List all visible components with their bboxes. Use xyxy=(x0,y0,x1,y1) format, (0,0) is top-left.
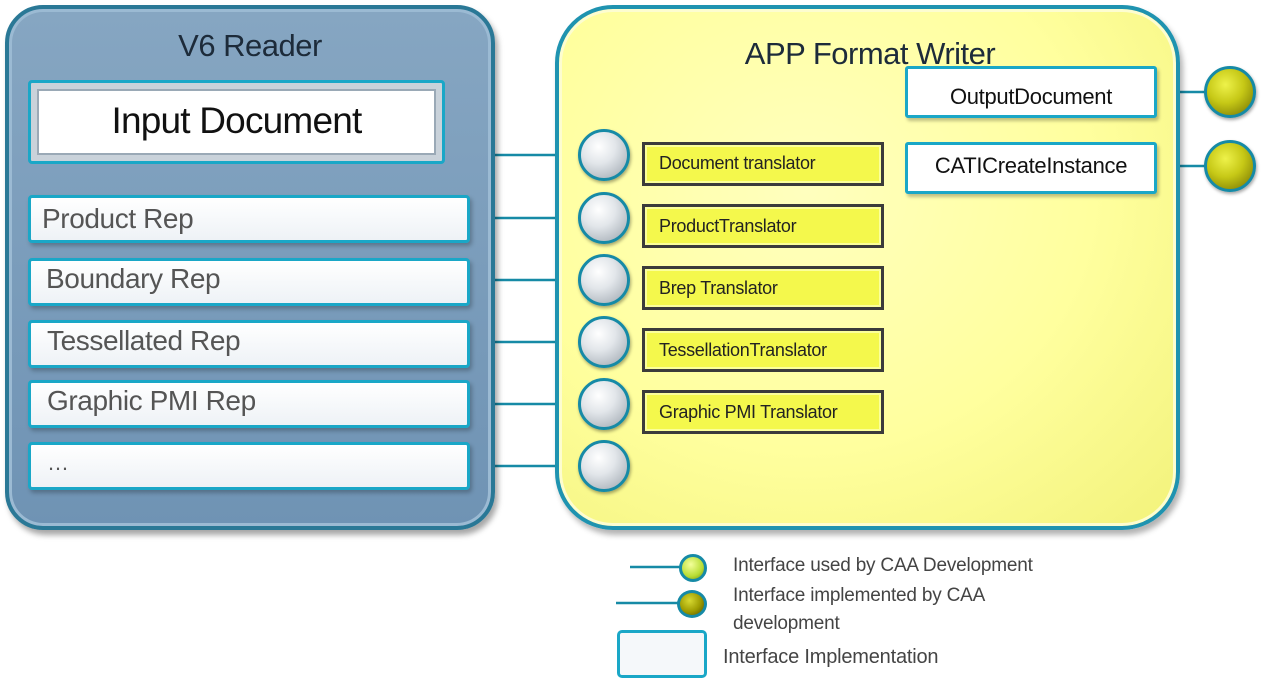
product-translator-box xyxy=(642,204,884,248)
create-instance-label: CATICreateInstance xyxy=(934,153,1128,178)
graphic-pmi-rep-label: Graphic PMI Rep xyxy=(47,385,256,416)
document-translator-box xyxy=(642,142,884,186)
graphic-pmi-translator-label: Graphic PMI Translator xyxy=(659,402,838,422)
output-document-box xyxy=(905,66,1157,118)
graphic-pmi-rep-box xyxy=(28,380,470,428)
more-rep-box xyxy=(28,442,470,490)
port-create-instance xyxy=(1204,140,1256,192)
create-instance-box xyxy=(905,142,1157,194)
document-translator-label: Document translator xyxy=(659,153,816,173)
legend-used-text: Interface used by CAA Development xyxy=(733,555,1033,576)
legend-implementation-box xyxy=(617,630,707,678)
port-graphic-pmi-translator xyxy=(578,378,630,430)
boundary-rep-label: Boundary Rep xyxy=(46,263,221,294)
tessellated-rep-label: Tessellated Rep xyxy=(47,325,241,356)
port-tessellation-translator xyxy=(578,316,630,368)
port-brep-translator xyxy=(578,254,630,306)
app-format-writer-title: APP Format Writer xyxy=(744,36,996,71)
port-output-document xyxy=(1204,66,1256,118)
input-document-box xyxy=(28,80,445,164)
v6-reader-title: V6 Reader xyxy=(178,28,322,63)
port-document-translator xyxy=(578,129,630,181)
tessellated-rep-box xyxy=(28,320,470,368)
graphic-pmi-translator-box xyxy=(642,390,884,434)
input-document-label: Input Document xyxy=(111,100,362,141)
product-rep-box xyxy=(28,195,470,243)
port-more xyxy=(578,440,630,492)
tessellation-translator-box xyxy=(642,328,884,372)
tessellation-translator-label: TessellationTranslator xyxy=(659,340,827,360)
brep-translator-box xyxy=(642,266,884,310)
legend-implemented-icon xyxy=(677,590,707,618)
legend-implemented-text-line2: development xyxy=(733,613,840,634)
product-rep-label: Product Rep xyxy=(42,203,194,234)
port-product-translator xyxy=(578,192,630,244)
brep-translator-label: Brep Translator xyxy=(659,278,778,298)
legend-used-icon xyxy=(679,554,707,582)
legend-implementation-text: Interface Implementation xyxy=(723,646,939,668)
boundary-rep-box xyxy=(28,258,470,306)
legend-implemented-text-line1: Interface implemented by CAA xyxy=(733,585,986,606)
output-document-label: OutputDocument xyxy=(949,84,1113,109)
more-rep-label: … xyxy=(47,450,69,475)
product-translator-label: ProductTranslator xyxy=(659,216,797,236)
